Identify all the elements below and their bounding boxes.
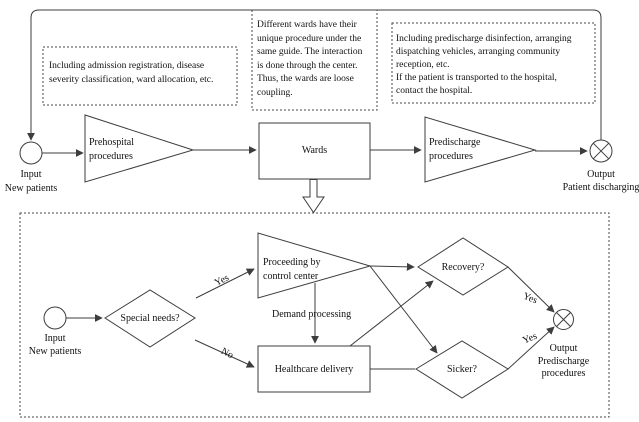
arrow-yes-to-proceeding [195,268,255,299]
sicker-label: Sicker? [447,364,477,375]
input-label-top: Input New patients [4,169,58,194]
sicker-diamond [415,340,509,399]
healthcare-delivery-box [257,345,371,393]
input-label-bottom: Input New patients [28,333,82,357]
predischarge-label: Predischarge procedures [429,137,481,162]
output-node-top [589,139,613,163]
wards-box [258,122,371,180]
expand-down-arrow [302,179,325,214]
wards-note-text: Different wards have their unique proced… [257,20,363,98]
healthcare-delivery-label: Healthcare delivery [274,364,354,375]
input-node-bottom [43,306,67,330]
predischarge-note-box [391,22,596,104]
input-node-top [19,141,43,165]
wards-label: Wards [301,145,328,156]
predischarge-triangle [424,116,537,183]
ward-detail-container [19,212,610,418]
recovery-diamond [417,237,509,296]
proceeding-label: Proceeding by control center [263,257,321,282]
special-needs-label: Special needs? [120,313,180,324]
admission-note-box [42,46,238,106]
special-needs-diamond [104,289,196,348]
feedback-loop-line [27,9,602,141]
arrow-recovery-yes-to-output [507,266,555,313]
proceeding-triangle [257,232,372,299]
arrow-proceeding-to-sicker [369,265,438,354]
output-label-bottom: Output Predischarge procedures [537,343,590,379]
arrow-no-to-healthcare [194,339,255,368]
wards-note-box [251,9,378,111]
arrow-healthcare-to-recovery [349,280,434,347]
output-label-top: Output Patient discharging [562,169,639,193]
arrow-sicker-yes-to-output [507,326,555,370]
prehospital-label: Prehospital procedures [89,137,134,162]
recovery-label: Recovery? [441,262,485,273]
arrow-proceeding-to-recovery [369,262,415,271]
predischarge-note-text: Including predischarge disinfection, arr… [396,34,572,96]
output-node-bottom [553,309,574,330]
demand-processing-label: Demand processing [272,309,352,320]
prehospital-triangle [84,114,195,183]
admission-note-text: Including admission registration, diseas… [49,61,214,85]
